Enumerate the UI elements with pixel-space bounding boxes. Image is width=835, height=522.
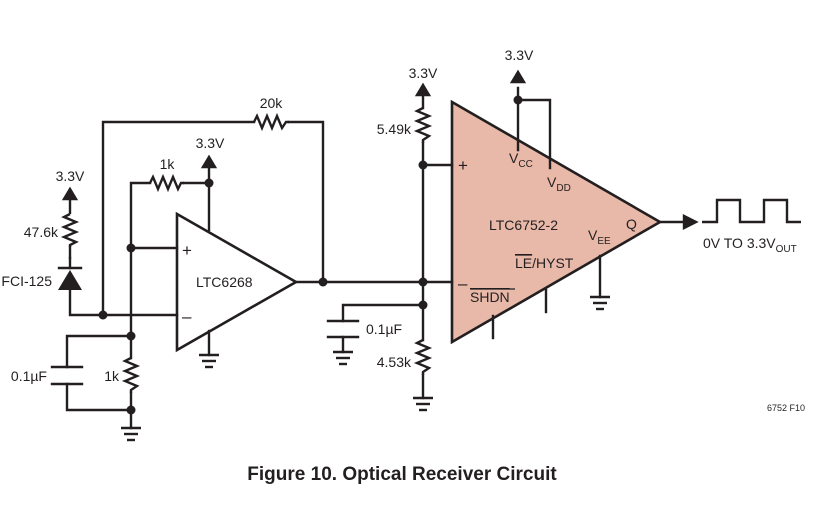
resistor-1k-input <box>148 173 184 193</box>
arrow-comparator-supply <box>509 69 527 84</box>
vdd-label: VDD <box>547 174 571 194</box>
q-label: Q <box>626 216 637 232</box>
supply-arrows <box>61 69 699 230</box>
opamp-minus: – <box>182 307 192 326</box>
vee-label: VEE <box>588 227 611 247</box>
figure-caption: Figure 10. Optical Receiver Circuit <box>247 464 557 485</box>
le-hyst-label: LE/HYST <box>515 255 574 271</box>
output-label: 0V TO 3.3VOUT <box>703 235 797 255</box>
ground-left <box>121 426 141 442</box>
vcc-label: VCC <box>509 150 533 170</box>
arrow-opamp-supply <box>200 154 218 169</box>
comparator-supply-label: 3.3V <box>505 47 534 63</box>
r-gnd-label: 1k <box>104 368 120 384</box>
r-bottom-label: 4.53k <box>377 354 412 370</box>
divider-supply-label: 3.3V <box>409 65 438 81</box>
resistor-20k <box>252 112 289 132</box>
c-left-label: 0.1µF <box>11 368 47 384</box>
r-feedback-label: 20k <box>260 95 284 111</box>
r-pd-label: 47.6k <box>24 224 59 240</box>
resistors <box>60 106 433 393</box>
comparator-minus: – <box>458 274 468 293</box>
opamp-supply-label: 3.3V <box>196 135 225 151</box>
figure-code: 6752 F10 <box>767 403 805 413</box>
ground-cap <box>333 350 353 366</box>
capacitor-left <box>50 365 84 386</box>
photodiode-symbol <box>57 256 83 290</box>
opamp-name: LTC6268 <box>196 274 253 290</box>
opamp-plus: + <box>182 241 192 260</box>
arrow-pd-supply <box>61 186 79 201</box>
comparator-triangle <box>450 99 663 345</box>
r-top-label: 5.49k <box>377 121 412 137</box>
resistor-4-53k <box>413 338 433 375</box>
comparator-name: LTC6752-2 <box>489 217 558 233</box>
r-input-label: 1k <box>160 156 176 172</box>
comparator-plus: + <box>458 156 468 175</box>
ground-symbols <box>121 295 610 442</box>
ground-divider <box>413 396 433 412</box>
resistor-47-6k <box>60 212 80 247</box>
ground-vee <box>590 295 610 311</box>
c-divider-label: 0.1µF <box>366 321 402 337</box>
opamp-triangle <box>175 211 299 353</box>
le-overbar-text: LE <box>515 255 532 271</box>
overbars <box>470 254 532 290</box>
resistor-1k-ground <box>121 356 141 393</box>
shdn-label: SHDN <box>470 289 510 305</box>
arrow-divider-supply <box>414 82 432 97</box>
capacitor-divider <box>326 319 360 339</box>
photodiode-label: FCI-125 <box>1 273 52 289</box>
resistor-5-49k <box>413 106 433 143</box>
output-arrow <box>682 214 699 230</box>
labels: 3.3V 3.3V 3.3V 3.3V 20k 1k 47.6k 1k 5.49… <box>1 47 805 485</box>
ground-opamp <box>199 353 219 369</box>
pd-supply-label: 3.3V <box>56 168 85 184</box>
output-square-wave <box>702 198 801 224</box>
